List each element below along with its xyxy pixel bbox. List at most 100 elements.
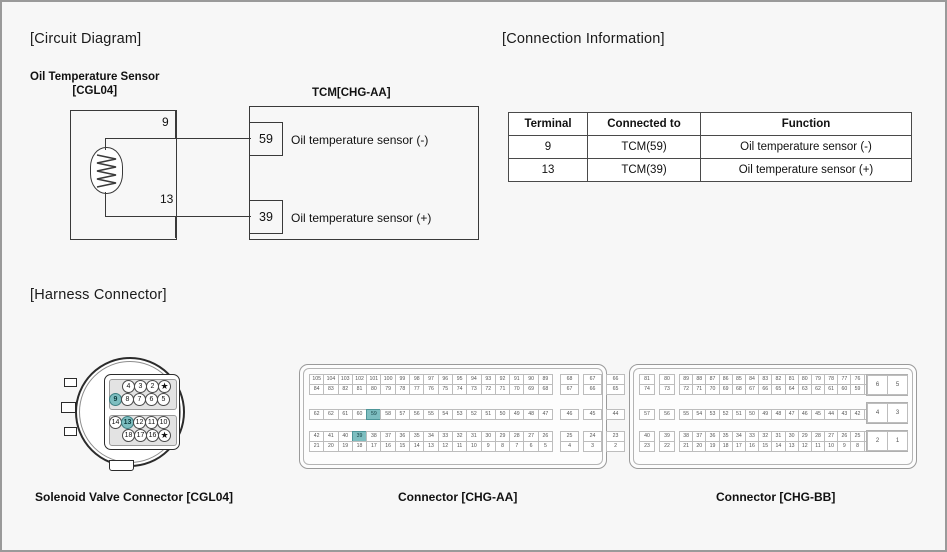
pin-line: 80 [659, 374, 675, 385]
wire-9-vertical [175, 110, 177, 139]
chg-aa-cell-68: 68 [537, 384, 554, 395]
wire-9-horizontal [105, 138, 251, 140]
chg-aa-cell-69: 69 [523, 384, 539, 395]
chg-aa-cell-79: 79 [380, 384, 396, 395]
chg-aa-cell-4: 4 [560, 441, 580, 452]
chg-aa-cell-6: 6 [523, 441, 539, 452]
chg-bb-cell-49: 49 [758, 409, 773, 420]
wire-13-horizontal [105, 216, 251, 218]
wire-13-vertical [175, 216, 177, 238]
tcm-terminal-59-number: 59 [259, 132, 273, 146]
chg-bb-cell-2: 2 [867, 431, 888, 451]
chg-bb-cell-15: 15 [758, 441, 773, 452]
chg-aa-cell-12: 12 [437, 441, 453, 452]
column-header-function: Function [700, 112, 912, 136]
pin-line: 81 [639, 374, 655, 385]
chg-bb-cell-69: 69 [718, 384, 733, 395]
chg-bb-cell-64: 64 [784, 384, 799, 395]
chg-aa-cell-8: 8 [494, 441, 511, 452]
chg-bb-cell-54: 54 [692, 409, 707, 420]
chg-aa-cell-82: 82 [337, 384, 353, 395]
chg-bb-cell-21: 21 [679, 441, 694, 452]
connector-chg-bb: 8174807389888786858483828180797877767572… [629, 364, 917, 469]
chg-bb-cell-68: 68 [731, 384, 746, 395]
pin-line: 57 [639, 409, 655, 420]
chg-bb-cell-59: 59 [850, 384, 865, 395]
chg-bb-band: 8174807389888786858483828180797877767572… [639, 374, 878, 395]
chg-bb-cell-9: 9 [837, 441, 852, 452]
chg-aa-cell-72: 72 [480, 384, 496, 395]
chg-aa-cell-58: 58 [380, 409, 396, 420]
chg-bb-cell-47: 47 [784, 409, 799, 420]
tcm-terminal-59-function: Oil temperature sensor (-) [291, 133, 429, 147]
chg-aa-inner-frame [303, 368, 603, 465]
chg-bb-cell-4: 4 [867, 403, 888, 423]
chg-bb-main-block: 3837363534333231302928272625242120191817… [679, 431, 878, 452]
chg-aa-cell-59: 59 [366, 409, 382, 420]
chg-aa-cell-10: 10 [466, 441, 482, 452]
sensor-label: Oil Temperature Sensor [CGL04] [30, 70, 160, 98]
chg-bb-cell-8: 8 [850, 441, 865, 452]
solenoid-pin-10: 10 [157, 416, 170, 429]
chg-aa-cell-2: 2 [606, 441, 626, 452]
chg-aa-cell-53: 53 [451, 409, 468, 420]
chg-aa-cell-19: 19 [337, 441, 353, 452]
sensor-internal-vertical-wire [105, 138, 107, 150]
chg-aa-cell-70: 70 [509, 384, 525, 395]
chg-bb-cell-72: 72 [679, 384, 694, 395]
chg-aa-cell-84: 84 [309, 384, 325, 395]
cell-function: Oil temperature sensor (+) [700, 158, 912, 182]
chg-bb-cell-12: 12 [797, 441, 812, 452]
chg-aa-cell-21: 21 [309, 441, 325, 452]
chg-aa-cell-81: 81 [351, 384, 368, 395]
chg-bb-lead-block: 57 [639, 409, 655, 420]
chg-aa-cell-57: 57 [394, 409, 411, 420]
chg-bb-main-block: 8988878685848382818079787776757271706968… [679, 374, 878, 395]
connection-information-table: Terminal Connected to Function 9 TCM(59)… [508, 112, 912, 182]
pin-line: 40 [639, 431, 655, 442]
pin-line: 898887868584838281807978777675 [679, 374, 878, 385]
table-header-row: Terminal Connected to Function [508, 112, 912, 136]
tcm-terminal-39-function: Oil temperature sensor (+) [291, 211, 432, 225]
chg-bb-cell-44: 44 [824, 409, 839, 420]
tcm-label: TCM[CHG-AA] [312, 87, 391, 99]
chg-bb-cell-46: 46 [797, 409, 812, 420]
chg-bb-cell-45: 45 [810, 409, 826, 420]
chg-aa-cell-45: 45 [583, 409, 603, 420]
cell-terminal: 9 [508, 135, 588, 159]
chg-aa-cell-20: 20 [323, 441, 339, 452]
thermistor-symbol [90, 147, 123, 194]
chg-aa-cell-55: 55 [423, 409, 439, 420]
chg-bb-band: 5756555453525150494847464544434241 [639, 409, 878, 420]
chg-aa-cell-71: 71 [494, 384, 511, 395]
caption-chg-bb: Connector [CHG-BB] [716, 490, 836, 504]
column-header-connected-to: Connected to [587, 112, 701, 136]
chg-bb-cell-22: 22 [659, 441, 675, 452]
caption-chg-aa: Connector [CHG-AA] [398, 490, 518, 504]
cell-function: Oil temperature sensor (-) [700, 135, 912, 159]
latch-tab-left-bottom [64, 427, 77, 436]
caption-solenoid-connector: Solenoid Valve Connector [CGL04] [35, 490, 234, 504]
chg-bb-cell-10: 10 [824, 441, 839, 452]
chg-bb-cell-5: 5 [887, 375, 908, 395]
chg-aa-cell-14: 14 [409, 441, 425, 452]
pin-line: 383736353433323130292827262524 [679, 431, 878, 442]
chg-bb-cell-43: 43 [837, 409, 852, 420]
cell-terminal: 13 [508, 158, 588, 182]
